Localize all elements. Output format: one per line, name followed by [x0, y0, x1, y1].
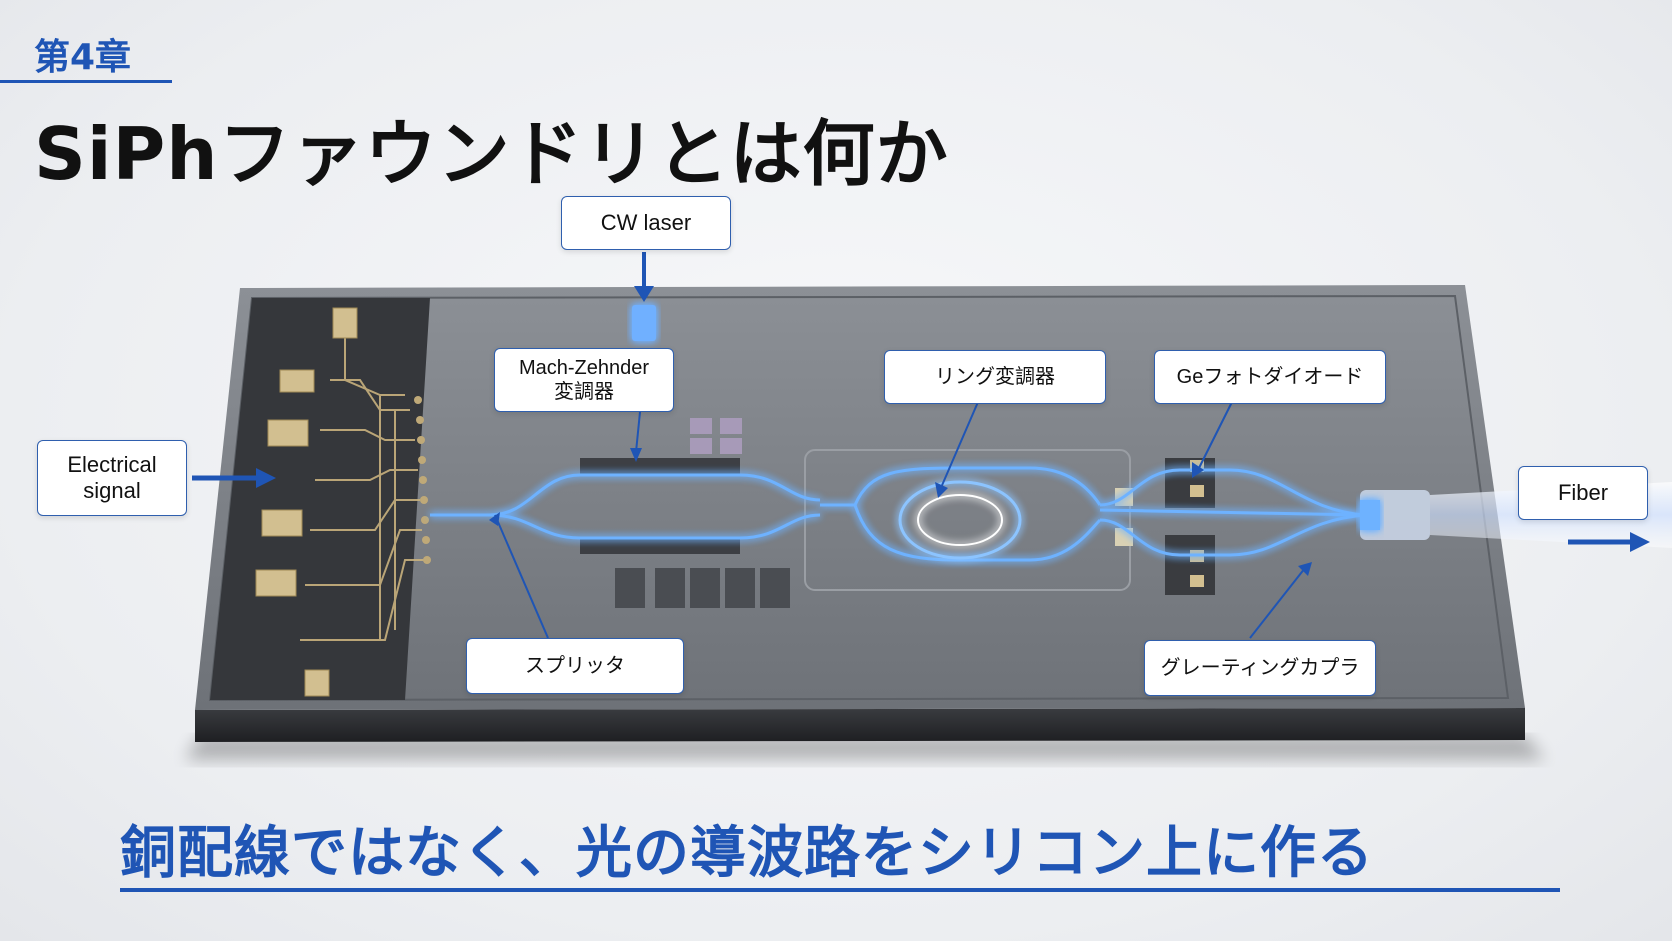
arrow-right-icon: [192, 468, 276, 488]
bond-pad: [279, 369, 315, 393]
label-ge-photodiode: Geフォトダイオード: [1176, 366, 1364, 388]
leader-line: [1197, 401, 1233, 471]
callout-ge-photodiode: Geフォトダイオード: [1154, 350, 1386, 404]
bond-pad: [267, 419, 309, 447]
label-grating-coupler: グレーティングカプラ: [1160, 657, 1360, 679]
electrical-region: [210, 298, 430, 700]
page-subtitle: 銅配線ではなく、光の導波路をシリコン上に作る: [120, 821, 1374, 886]
label-mach-zehnder-line1: Mach-Zehnder: [518, 357, 650, 379]
callout-cw-laser: CW laser: [561, 196, 731, 250]
label-mach-zehnder-line2: 変調器: [554, 381, 614, 403]
leader-line: [494, 514, 549, 639]
arrow-down-icon: [634, 252, 654, 302]
chapter-label: 第4章: [34, 37, 132, 78]
callout-splitter: スプリッタ: [466, 638, 684, 694]
callout-fiber: Fiber: [1518, 466, 1648, 520]
callout-mach-zehnder: Mach-Zehnder 変調器: [494, 348, 674, 412]
callout-ring-modulator: リング変調器: [884, 350, 1106, 404]
bond-pad: [255, 569, 297, 597]
label-splitter: スプリッタ: [525, 655, 625, 677]
label-electrical-signal-line1: Electrical: [67, 451, 157, 477]
bond-pad: [332, 307, 358, 339]
leader-line: [939, 401, 979, 491]
chip-side: [195, 708, 1525, 742]
label-electrical-signal-line2: signal: [83, 478, 141, 503]
ring-resonator: [898, 480, 1022, 560]
label-cw-laser: CW laser: [600, 209, 692, 235]
arrow-right-icon: [1568, 532, 1650, 552]
chapter-underline: [0, 80, 172, 83]
bond-pad: [304, 669, 330, 697]
cw-laser-source: [632, 305, 656, 341]
page-title: SiPhファウンドリとは何か: [34, 112, 949, 196]
callout-grating-coupler: グレーティングカプラ: [1144, 640, 1376, 696]
bond-pad: [261, 509, 303, 537]
subtitle-underline: [120, 888, 1560, 892]
leader-line: [635, 411, 641, 453]
label-ring-modulator: リング変調器: [935, 366, 1055, 388]
leader-line: [1249, 567, 1306, 639]
label-fiber: Fiber: [1557, 479, 1609, 505]
waveguides: [430, 466, 1366, 562]
callout-electrical-signal: Electrical signal: [37, 440, 187, 516]
